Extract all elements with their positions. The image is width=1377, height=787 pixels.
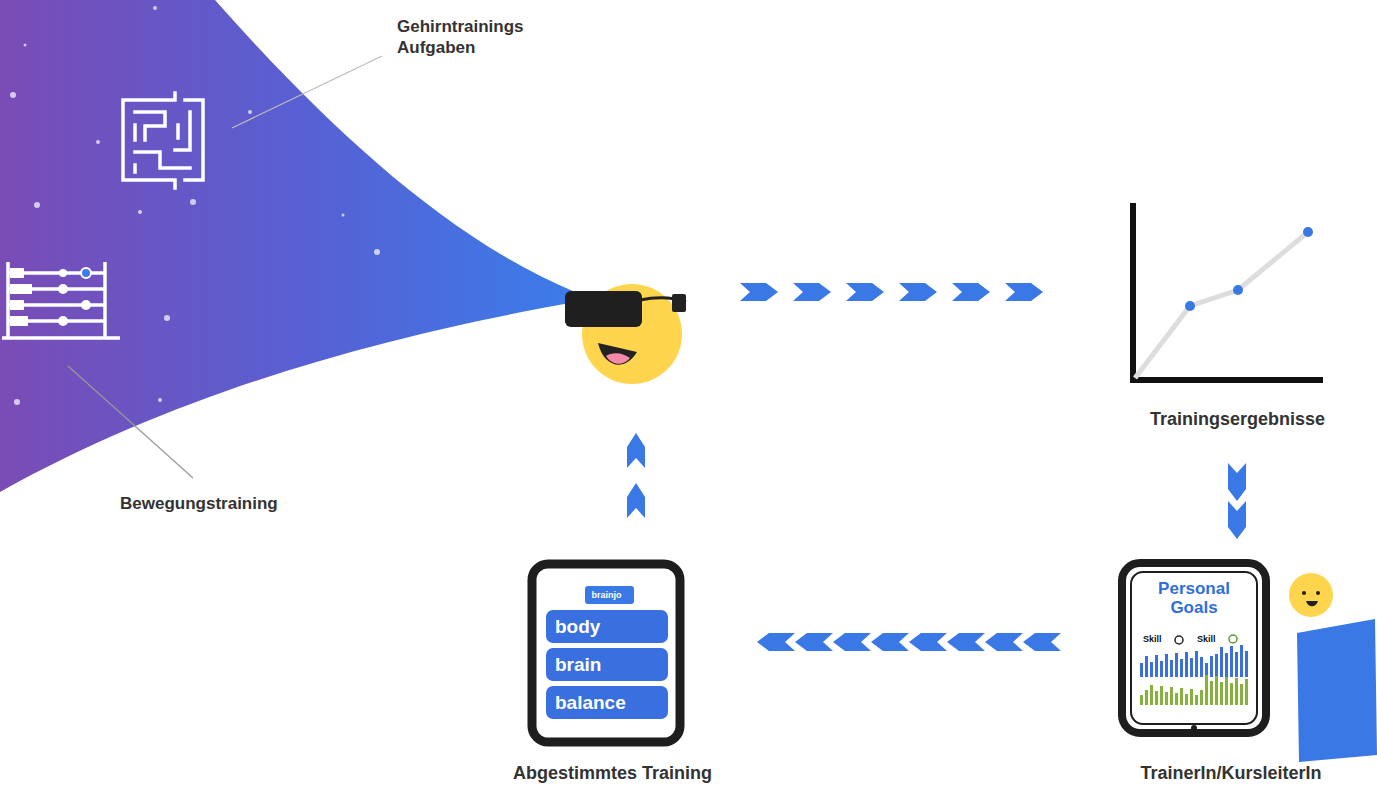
- callout-label: Gehirntrainings Aufgaben: [397, 16, 572, 58]
- maze-icon: [123, 93, 203, 188]
- chevron: [947, 633, 985, 651]
- logo-text: brainjo: [585, 586, 628, 604]
- beam: [0, 0, 575, 492]
- abacus-beads: [10, 268, 91, 326]
- button-text: balance: [555, 686, 626, 719]
- menu-button: body: [546, 610, 668, 643]
- abacus-bead: [81, 268, 91, 278]
- menu-button: brain: [546, 648, 668, 681]
- chevron: [1228, 501, 1246, 539]
- chart-node-drawing: [1115, 195, 1360, 435]
- chart-title: Trainingsergebnisse: [1115, 408, 1360, 430]
- flow-chevrons: [627, 433, 645, 518]
- tablet-caption: Abgestimmtes Training: [480, 762, 745, 784]
- button-text: body: [555, 610, 600, 643]
- trainer-node-drawing: [1085, 555, 1377, 786]
- flow-chevrons: [740, 283, 1043, 301]
- chevron: [909, 633, 947, 651]
- button-text: brain: [555, 648, 601, 681]
- chevron: [1023, 633, 1061, 651]
- trainer-caption: TrainerIn/KursleiterIn: [1085, 762, 1377, 784]
- goals-title: Personal Goals: [1137, 579, 1251, 617]
- chevron: [833, 633, 871, 651]
- flow-connector: [1228, 463, 1246, 539]
- chevron: [1228, 463, 1246, 501]
- stars: [10, 6, 380, 405]
- tablet-node: Abgestimmtes Training brainjo body brain bal…: [480, 558, 745, 786]
- abacus-icon: [2, 262, 120, 338]
- leader-line: [68, 366, 193, 478]
- trainer-node: Personal GoalsSkill SkillTrainerIn/Kursle…: [1085, 555, 1377, 786]
- chevron: [795, 633, 833, 651]
- callout-label: Bewegungstraining: [120, 493, 278, 514]
- chevron: [985, 633, 1023, 651]
- chart-node: Trainingsergebnisse: [1115, 195, 1360, 435]
- leader-line: [232, 56, 382, 128]
- chevron: [757, 633, 795, 651]
- skill-label: Skill: [1143, 633, 1162, 645]
- logo-box: brainjo: [585, 586, 634, 604]
- vr-user: [565, 284, 686, 384]
- flow-connector: [757, 633, 1061, 651]
- skill-label: Skill: [1197, 633, 1216, 645]
- chevron: [871, 633, 909, 651]
- menu-button: balance: [546, 686, 668, 719]
